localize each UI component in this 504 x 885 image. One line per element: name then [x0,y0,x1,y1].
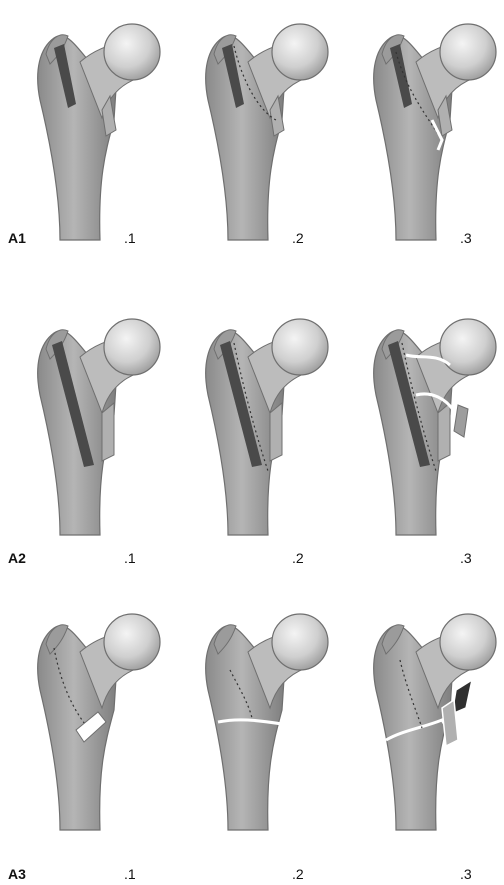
subtype-label: .2 [292,230,304,246]
fracture-panel [38,319,160,535]
subtype-label: .2 [292,550,304,566]
posteromedial-fragment [438,403,450,461]
posteromedial-fragment [270,403,282,461]
group-label: A2 [8,550,26,566]
subtype-label: .2 [292,866,304,882]
fracture-panel [374,614,496,830]
group-label: A3 [8,866,26,882]
fracture-panel [206,24,328,240]
subtype-label: .3 [460,866,472,882]
femoral-head [440,319,496,375]
subtype-label: .1 [124,866,136,882]
subtype-label: .3 [460,230,472,246]
femoral-head [440,24,496,80]
fracture-panel [206,614,328,830]
fracture-panel [38,614,160,830]
subtype-label: .1 [124,550,136,566]
fracture-panel [374,24,496,240]
femoral-head [272,319,328,375]
fracture-panel [38,24,160,240]
subtype-label: .3 [460,550,472,566]
fracture-panel [206,319,328,535]
fracture-panel [374,319,496,535]
femoral-head [272,614,328,670]
femoral-head [440,614,496,670]
femoral-head [104,614,160,670]
posteromedial-fragment [102,403,114,461]
free-fragment [454,405,468,437]
femoral-head [104,319,160,375]
subtype-label: .1 [124,230,136,246]
femoral-head [272,24,328,80]
femoral-head [104,24,160,80]
group-label: A1 [8,230,26,246]
